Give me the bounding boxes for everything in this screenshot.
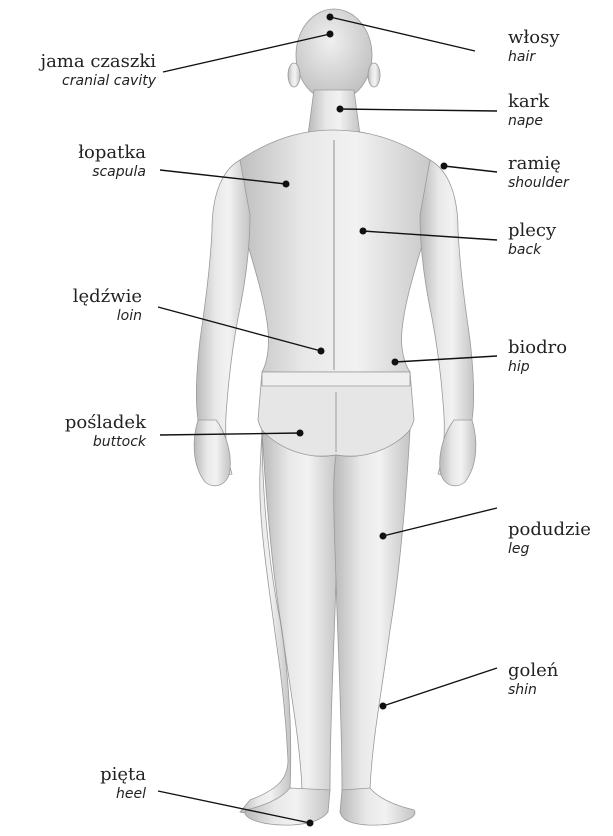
label-pl: ramię	[508, 154, 569, 175]
label-en: buttock	[65, 434, 146, 450]
label-nape: kark nape	[508, 92, 549, 129]
label-pl: goleń	[508, 661, 558, 682]
label-heel: pięta heel	[100, 765, 146, 802]
label-shoulder: ramię shoulder	[508, 154, 569, 191]
anchor-dot-cranial-cavity	[327, 31, 334, 38]
label-en: loin	[73, 308, 142, 324]
label-en: shin	[508, 682, 558, 698]
label-pl: pięta	[100, 765, 146, 786]
label-scapula: łopatka scapula	[78, 143, 146, 180]
label-cranial-cavity: jama czaszki cranial cavity	[40, 52, 156, 89]
label-en: leg	[508, 541, 591, 557]
label-en: cranial cavity	[40, 73, 156, 89]
label-pl: biodro	[508, 338, 567, 359]
label-pl: kark	[508, 92, 549, 113]
anchor-dot-shin	[380, 703, 387, 710]
label-hair: włosy hair	[508, 28, 560, 65]
label-en: shoulder	[508, 175, 569, 191]
label-hip: biodro hip	[508, 338, 567, 375]
label-en: hair	[508, 49, 560, 65]
anchor-dot-shoulder	[441, 163, 448, 170]
label-en: hip	[508, 359, 567, 375]
label-buttock: pośladek buttock	[65, 413, 146, 450]
anchor-dot-hip	[392, 359, 399, 366]
label-shin: goleń shin	[508, 661, 558, 698]
label-pl: plecy	[508, 221, 556, 242]
anchor-dot-leg	[380, 533, 387, 540]
label-en: back	[508, 242, 556, 258]
anchor-dot-buttock	[297, 430, 304, 437]
label-pl: podudzie	[508, 520, 591, 541]
anchor-dot-scapula	[283, 181, 290, 188]
label-en: scapula	[78, 164, 146, 180]
leader-line-shin	[383, 668, 497, 706]
label-en: heel	[100, 786, 146, 802]
anchor-dot-loin	[318, 348, 325, 355]
label-en: nape	[508, 113, 549, 129]
label-loin: lędźwie loin	[73, 287, 142, 324]
label-pl: łopatka	[78, 143, 146, 164]
label-leg: podudzie leg	[508, 520, 591, 557]
human-body-silhouette	[194, 9, 476, 825]
label-pl: włosy	[508, 28, 560, 49]
anchor-dot-nape	[337, 106, 344, 113]
anchor-dot-hair	[327, 14, 334, 21]
leader-line-nape	[340, 109, 497, 111]
label-back: plecy back	[508, 221, 556, 258]
label-pl: lędźwie	[73, 287, 142, 308]
anchor-dot-heel	[307, 820, 314, 827]
label-pl: pośladek	[65, 413, 146, 434]
leader-line-shoulder	[444, 166, 497, 172]
label-pl: jama czaszki	[40, 52, 156, 73]
anchor-dot-back	[360, 228, 367, 235]
